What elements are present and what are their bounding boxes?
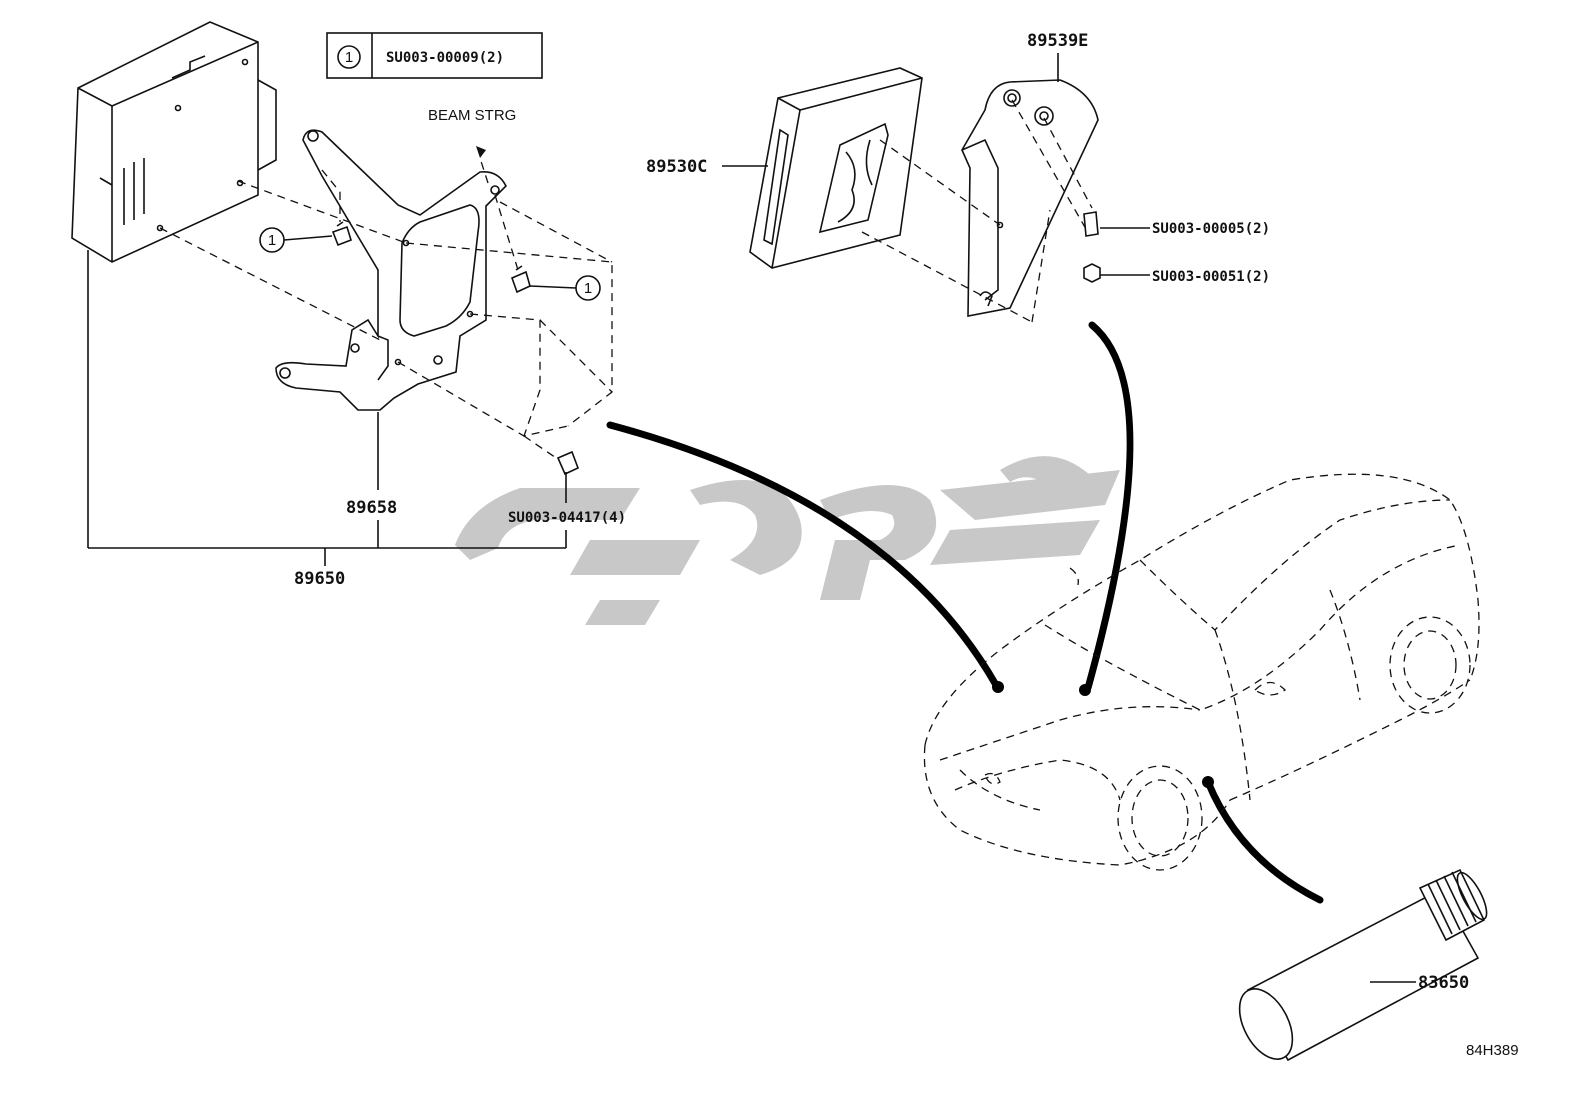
label-89650: 89650 [294,569,345,589]
dashed-guides-right [861,99,1093,323]
module-89530c [749,67,923,269]
watermark-logo [455,456,1120,625]
label-beam-strg: BEAM STRG [428,107,516,124]
screw-icon [556,450,580,476]
label-83650: 83650 [1418,973,1469,993]
dashed-guides-left [159,157,613,463]
location-dot [1202,776,1214,788]
legend-number: 1 [345,49,353,66]
screw-icon [1083,211,1099,237]
label-su003-00005: SU003-00005(2) [1152,221,1270,237]
arrow-head-icon [476,146,486,158]
antenna-83650 [1238,868,1488,1062]
screw-icon [510,265,531,294]
label-su003-00051: SU003-00051(2) [1152,269,1270,285]
nut-icon [1083,263,1101,283]
ecu-module [71,21,277,263]
location-dot [1079,684,1091,696]
location-dot [992,681,1004,693]
leader-lines-left [87,250,567,566]
callout-circle [259,227,333,253]
bracket-89539e [961,79,1099,317]
diagram-ref-number: 84H389 [1466,1042,1519,1059]
label-89539e: 89539E [1027,31,1088,51]
bracket-89658 [275,129,507,411]
location-arc-center [1084,321,1134,692]
location-arc-left [606,421,1000,689]
callout-number: 1 [268,232,276,249]
callout-circle [529,275,601,301]
car-outline [923,473,1480,871]
label-su003-04417: SU003-04417(4) [508,510,626,526]
screw-icon [331,221,352,247]
location-arc-right [1204,778,1324,904]
label-89658: 89658 [346,498,397,518]
legend-code: SU003-00009(2) [386,50,504,66]
callout-number: 1 [584,280,592,297]
legend-box [326,32,543,79]
label-89530c: 89530C [646,157,707,177]
